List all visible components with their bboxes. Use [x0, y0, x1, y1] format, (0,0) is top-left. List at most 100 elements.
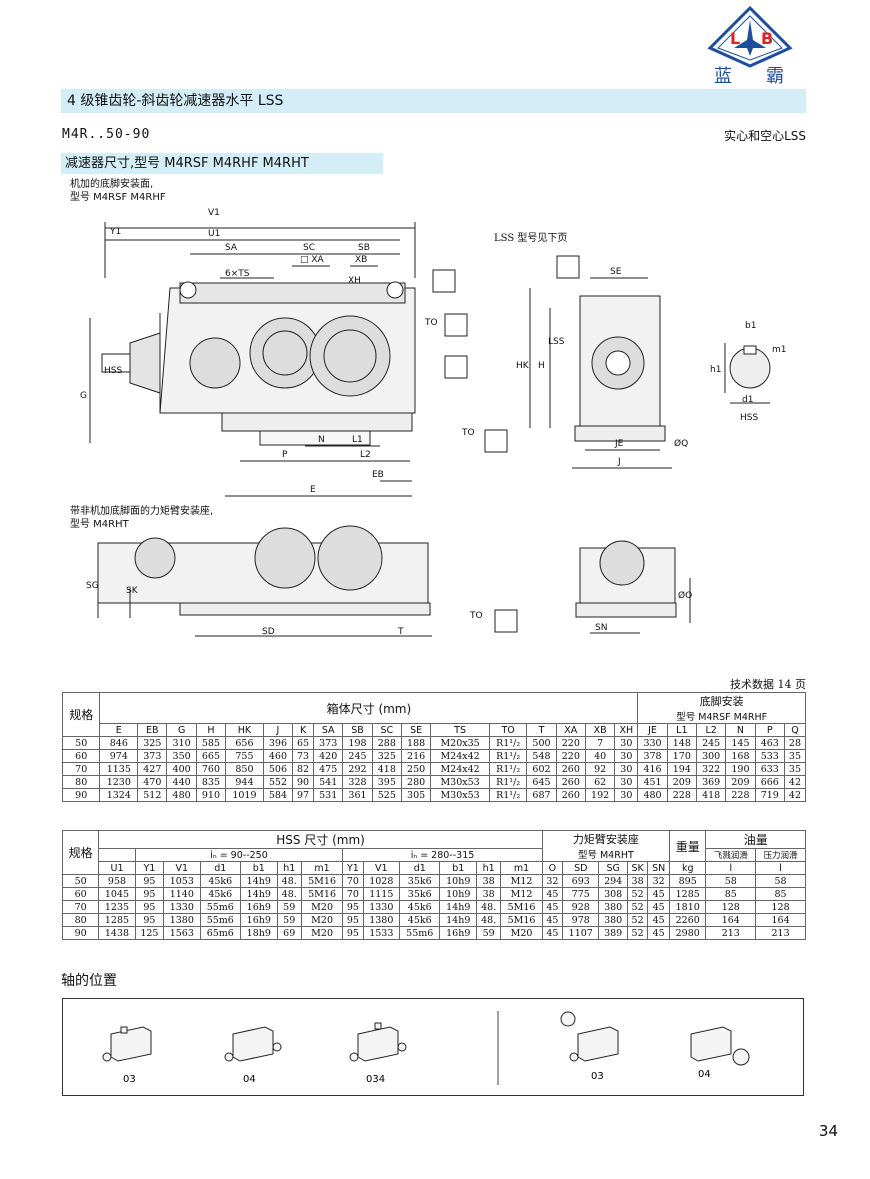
- column-header: SE: [400, 723, 432, 737]
- shaft-position-panel: 03 04 034 03 04: [62, 998, 804, 1096]
- dim-xh: XH: [348, 276, 361, 286]
- table-cell: 35k6: [399, 874, 441, 888]
- row-spec: 80: [61, 913, 100, 927]
- table-cell: 125: [134, 926, 165, 940]
- column-header: h1: [476, 861, 502, 875]
- column-header: V1: [362, 861, 401, 875]
- dim-l1: L1: [352, 435, 363, 445]
- table-cell: 148: [666, 736, 698, 750]
- table-cell: 164: [755, 913, 806, 927]
- column-header: d1: [199, 861, 242, 875]
- svg-text:L: L: [730, 29, 740, 48]
- table-cell: 2980: [668, 926, 707, 940]
- table-cell: 213: [705, 926, 757, 940]
- table-cell: 687: [526, 788, 557, 802]
- column-header: J: [262, 723, 294, 737]
- table-cell: 440: [166, 775, 197, 789]
- column-header: H: [195, 723, 227, 737]
- column-header: SD: [562, 861, 600, 875]
- shaft-label-04a: 04: [243, 1074, 256, 1085]
- table-cell: 16h9: [439, 926, 478, 940]
- column-header: m1: [500, 861, 543, 875]
- ratio-header-1: iₙ = 90--250: [134, 848, 344, 862]
- section-subheading: 减速器尺寸,型号 M4RSF M4RHF M4RHT: [61, 153, 383, 174]
- table-cell: 325: [371, 749, 402, 763]
- table-cell: 1563: [163, 926, 201, 940]
- table-cell: 14h9: [240, 887, 278, 901]
- column-header: b1: [439, 861, 478, 875]
- table-cell: 974: [99, 749, 139, 763]
- table-cell: 45: [647, 900, 670, 914]
- dim-l2: L2: [360, 450, 371, 460]
- table-cell: 420: [313, 749, 344, 763]
- table-cell: 305: [400, 788, 432, 802]
- column-header: l: [755, 861, 806, 875]
- table-cell: 32: [541, 874, 564, 888]
- dim-se: SE: [610, 267, 622, 277]
- weight-header: 重量: [668, 830, 707, 862]
- table-cell: 245: [695, 736, 727, 750]
- column-header: L2: [695, 723, 727, 737]
- table-cell: 73: [292, 749, 315, 763]
- column-header: d1: [399, 861, 441, 875]
- table-cell: 1028: [362, 874, 401, 888]
- foot-group-header: 底脚安装型号 M4RSF M4RHF: [637, 692, 806, 724]
- table-cell: 52: [626, 900, 649, 914]
- dim-sb: SB: [358, 243, 370, 253]
- table-cell: 45: [647, 887, 670, 901]
- table-cell: 59: [476, 926, 502, 940]
- table-cell: M20: [300, 900, 344, 914]
- table-cell: 260: [555, 788, 586, 802]
- table-cell: R1¹/₂: [488, 775, 528, 789]
- table-cell: 35: [783, 762, 807, 776]
- table-cell: 260: [555, 775, 586, 789]
- table-cell: 7: [584, 736, 616, 750]
- oil-pressure-header: 压力润滑: [755, 848, 806, 862]
- oil-header: 油量: [705, 830, 806, 849]
- table-cell: 361: [342, 788, 373, 802]
- label-to-3: TO: [469, 611, 483, 621]
- column-header: P: [754, 723, 785, 737]
- dim-sa: SA: [225, 243, 238, 253]
- dim-sk: SK: [126, 586, 139, 596]
- table-cell: 480: [637, 788, 668, 802]
- table-cell: 145: [725, 736, 756, 750]
- table-cell: 755: [225, 749, 264, 763]
- table-cell: 533: [754, 749, 785, 763]
- shaft-position-heading: 轴的位置: [61, 973, 117, 989]
- table-cell: 55m6: [199, 900, 242, 914]
- hss-group-header: HSS 尺寸 (mm): [98, 830, 543, 849]
- table-cell: 895: [668, 874, 707, 888]
- table-cell: 128: [755, 900, 806, 914]
- table-cell: 633: [754, 762, 785, 776]
- table-cell: 62: [584, 775, 616, 789]
- u1-spacer: [98, 848, 136, 862]
- table-cell: 480: [166, 788, 197, 802]
- table-cell: 45: [541, 900, 564, 914]
- table-cell: 194: [666, 762, 698, 776]
- table-cell: 548: [526, 749, 557, 763]
- label-lss: LSS: [548, 337, 565, 347]
- dim-xb: XB: [355, 255, 367, 265]
- dim-g: G: [80, 391, 87, 401]
- table-cell: 260: [555, 762, 586, 776]
- table-cell: 460: [262, 749, 294, 763]
- table-cell: 48.: [476, 900, 502, 914]
- table-cell: 14h9: [439, 913, 478, 927]
- table-cell: 90: [292, 775, 315, 789]
- table-cell: 45k6: [199, 874, 242, 888]
- model-label: M4R..50-90: [62, 127, 151, 142]
- svg-text:蓝: 蓝: [714, 66, 732, 87]
- table-cell: M30x53: [430, 788, 490, 802]
- table-cell: 5M16: [500, 900, 543, 914]
- table-cell: 10h9: [439, 874, 478, 888]
- table-cell: 45: [541, 887, 564, 901]
- table-cell: 52: [626, 887, 649, 901]
- table-cell: 5M16: [300, 887, 344, 901]
- table-cell: 38: [626, 874, 649, 888]
- table-cell: 58: [755, 874, 806, 888]
- table-cell: 525: [371, 788, 402, 802]
